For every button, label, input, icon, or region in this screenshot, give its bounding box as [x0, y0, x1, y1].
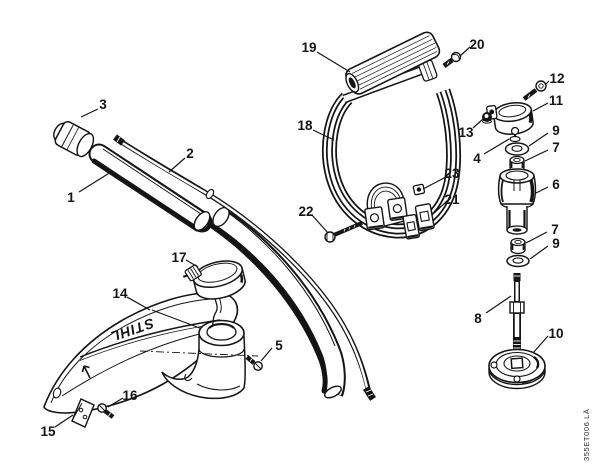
part-label-8: 8 [474, 311, 482, 326]
part-13-nut [482, 112, 492, 124]
part-label-18: 18 [297, 118, 313, 133]
part-17-hose-clamp [182, 260, 246, 328]
part-label-11: 11 [549, 93, 564, 108]
plate-code-text: 355ET006 LÄ [582, 409, 591, 461]
part-10-rotor [488, 348, 546, 390]
part-label-10: 10 [548, 326, 563, 341]
part-label-16: 16 [122, 388, 138, 403]
part-23-square-nut [412, 183, 426, 196]
part-14-deflector: STIHL [43, 291, 239, 414]
part-6-clamp-sleeve [497, 168, 537, 235]
part-label-17: 17 [171, 250, 186, 265]
part-label-9b: 9 [552, 236, 560, 251]
part-label-12: 12 [549, 71, 564, 86]
part-label-2: 2 [186, 146, 194, 161]
part-label-4: 4 [473, 151, 481, 166]
part-1-drive-tube [88, 143, 346, 399]
part-15-blade [71, 398, 95, 428]
leader-lines [54, 46, 550, 428]
part-label-7a: 7 [552, 140, 560, 155]
part-4-pin [509, 126, 521, 143]
part-label-14: 14 [112, 286, 128, 301]
part-5-screw [245, 355, 263, 371]
part-9-washer-lower [506, 254, 530, 268]
gear-housing [139, 319, 259, 400]
part-label-20: 20 [469, 37, 484, 52]
part-label-21: 21 [444, 192, 460, 207]
part-20-screw [442, 51, 462, 68]
part-number-labels: 1 2 3 4 5 6 7 7 8 9 9 10 11 12 13 14 15 … [40, 37, 564, 439]
part-12-screw [522, 80, 547, 101]
part-8-output-shaft [509, 273, 525, 350]
part-16-screw [97, 403, 115, 419]
part-7-bushing-lower [510, 237, 526, 255]
part-label-5: 5 [275, 338, 283, 353]
part-9-washer-upper [504, 142, 530, 156]
part-19-grip [345, 31, 441, 95]
part-label-19: 19 [301, 40, 316, 55]
part-label-1: 1 [67, 190, 75, 205]
part-3-cap [53, 120, 95, 158]
part-label-22: 22 [298, 204, 313, 219]
part-label-9a: 9 [552, 123, 560, 138]
part-label-3: 3 [99, 97, 107, 112]
handle-clamp-bracket [364, 182, 408, 231]
part-label-6: 6 [552, 177, 560, 192]
part-11-clamp [486, 101, 534, 135]
part-label-13: 13 [458, 125, 474, 140]
part-label-15: 15 [40, 424, 56, 439]
part-22-bolt [324, 221, 363, 243]
part-label-7b: 7 [551, 222, 559, 237]
part-21-clamp-block [402, 203, 435, 240]
part-label-23: 23 [444, 166, 460, 181]
